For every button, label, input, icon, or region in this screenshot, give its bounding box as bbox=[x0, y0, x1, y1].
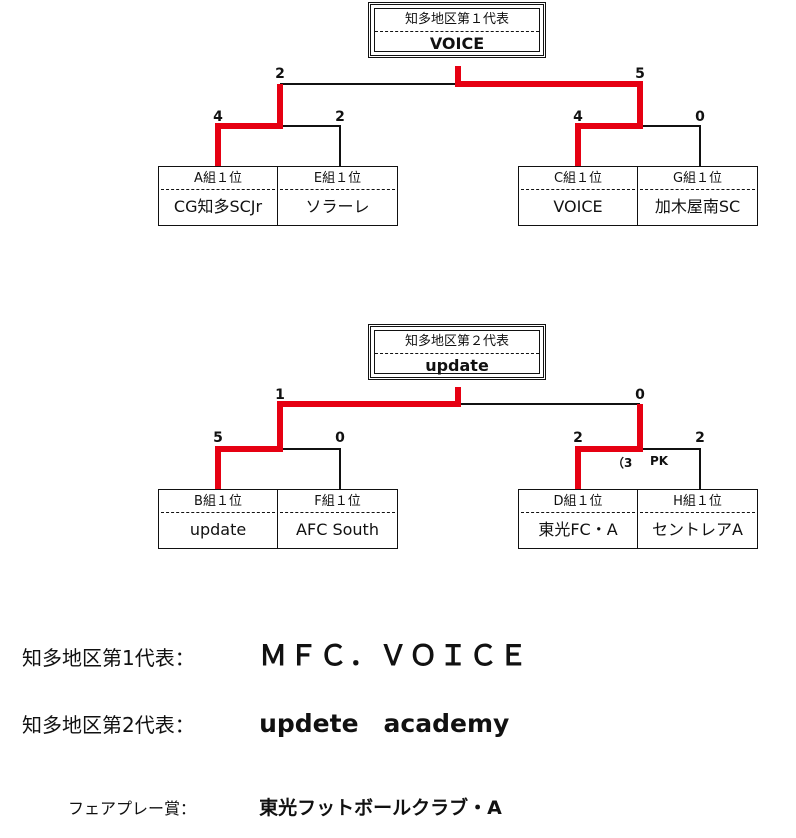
b1-win-top bbox=[455, 66, 643, 166]
b1-score-a: 4 bbox=[213, 109, 223, 125]
b2-score-f: 0 bbox=[335, 430, 345, 446]
b1-link-g bbox=[640, 125, 701, 166]
bracket1-lines bbox=[280, 83, 701, 166]
team-label: C組１位 bbox=[521, 167, 635, 190]
b1-score-e: 2 bbox=[335, 109, 345, 125]
award-value: updete academy bbox=[259, 709, 510, 738]
team-label: B組１位 bbox=[161, 490, 275, 513]
b1-score-right-final: 5 bbox=[635, 66, 645, 82]
team-label: H組１位 bbox=[640, 490, 755, 513]
award-rep2: 知多地区第2代表： updete academy bbox=[22, 704, 509, 740]
b1-champion-box: 知多地区第１代表 VOICE bbox=[368, 2, 546, 58]
team-label: F組１位 bbox=[280, 490, 395, 513]
b2-champion-box: 知多地区第２代表 update bbox=[368, 324, 546, 380]
award-rep1: 知多地区第1代表： ＭＦＣ．ＶＯＩＣＥ bbox=[22, 634, 529, 674]
b1-score-left-final: 2 bbox=[275, 66, 285, 82]
b1-team-e: E組１位 ソラーレ bbox=[278, 166, 398, 226]
team-name: CG知多SCJr bbox=[173, 197, 263, 216]
b2-win-top bbox=[215, 387, 461, 489]
b2-win-right bbox=[575, 404, 643, 489]
b2-champion-name: update bbox=[425, 356, 489, 375]
b2-score-h: 2 bbox=[695, 430, 705, 446]
team-name: AFC South bbox=[296, 520, 379, 539]
award-key: 知多地区第2代表： bbox=[22, 713, 195, 737]
team-label: G組１位 bbox=[640, 167, 755, 190]
b2-score-b: 5 bbox=[213, 430, 223, 446]
team-name: update bbox=[189, 520, 247, 539]
b2-score-d: 2 bbox=[573, 430, 583, 446]
bracket2-winner bbox=[215, 387, 643, 489]
b1-team-c: C組１位 VOICE bbox=[518, 166, 638, 226]
b1-champion-label: 知多地区第１代表 bbox=[375, 9, 539, 32]
b2-link-h bbox=[640, 448, 701, 489]
b2-team-f: F組１位 AFC South bbox=[278, 489, 398, 549]
b2-link-f bbox=[280, 448, 341, 489]
b2-score-right-final: 0 bbox=[635, 387, 645, 403]
team-name: VOICE bbox=[553, 197, 603, 216]
team-name: ソラーレ bbox=[305, 197, 370, 216]
award-fairplay: フェアプレー賞： 東光フットボールクラブ・A bbox=[68, 793, 502, 820]
team-label: A組１位 bbox=[161, 167, 275, 190]
b1-link-e bbox=[280, 125, 341, 166]
award-key: 知多地区第1代表： bbox=[22, 646, 195, 670]
b2-pk-note-left: （3 bbox=[612, 456, 633, 470]
b1-score-c: 4 bbox=[573, 109, 583, 125]
team-name: セントレアA bbox=[652, 520, 743, 539]
b2-team-b: B組１位 update bbox=[158, 489, 278, 549]
team-label: D組１位 bbox=[521, 490, 635, 513]
b1-score-g: 0 bbox=[695, 109, 705, 125]
award-value: ＭＦＣ．ＶＯＩＣＥ bbox=[259, 639, 530, 672]
b1-champion-name: VOICE bbox=[429, 34, 485, 53]
bracket1-winner bbox=[215, 66, 643, 166]
b2-team-d: D組１位 東光FC・A bbox=[518, 489, 638, 549]
b2-pk-note-right: PK bbox=[650, 454, 669, 468]
b1-team-a: A組１位 CG知多SCJr bbox=[158, 166, 278, 226]
team-label: E組１位 bbox=[280, 167, 395, 190]
team-name: 東光FC・A bbox=[538, 520, 618, 539]
b1-win-left bbox=[215, 84, 283, 166]
team-name: 加木屋南SC bbox=[654, 197, 741, 216]
award-value: 東光フットボールクラブ・A bbox=[259, 797, 502, 819]
b2-team-h: H組１位 セントレアA bbox=[638, 489, 758, 549]
b2-score-left-final: 1 bbox=[275, 387, 285, 403]
b2-champion-label: 知多地区第２代表 bbox=[375, 331, 539, 354]
award-key: フェアプレー賞： bbox=[68, 799, 197, 818]
b1-team-g: G組１位 加木屋南SC bbox=[638, 166, 758, 226]
